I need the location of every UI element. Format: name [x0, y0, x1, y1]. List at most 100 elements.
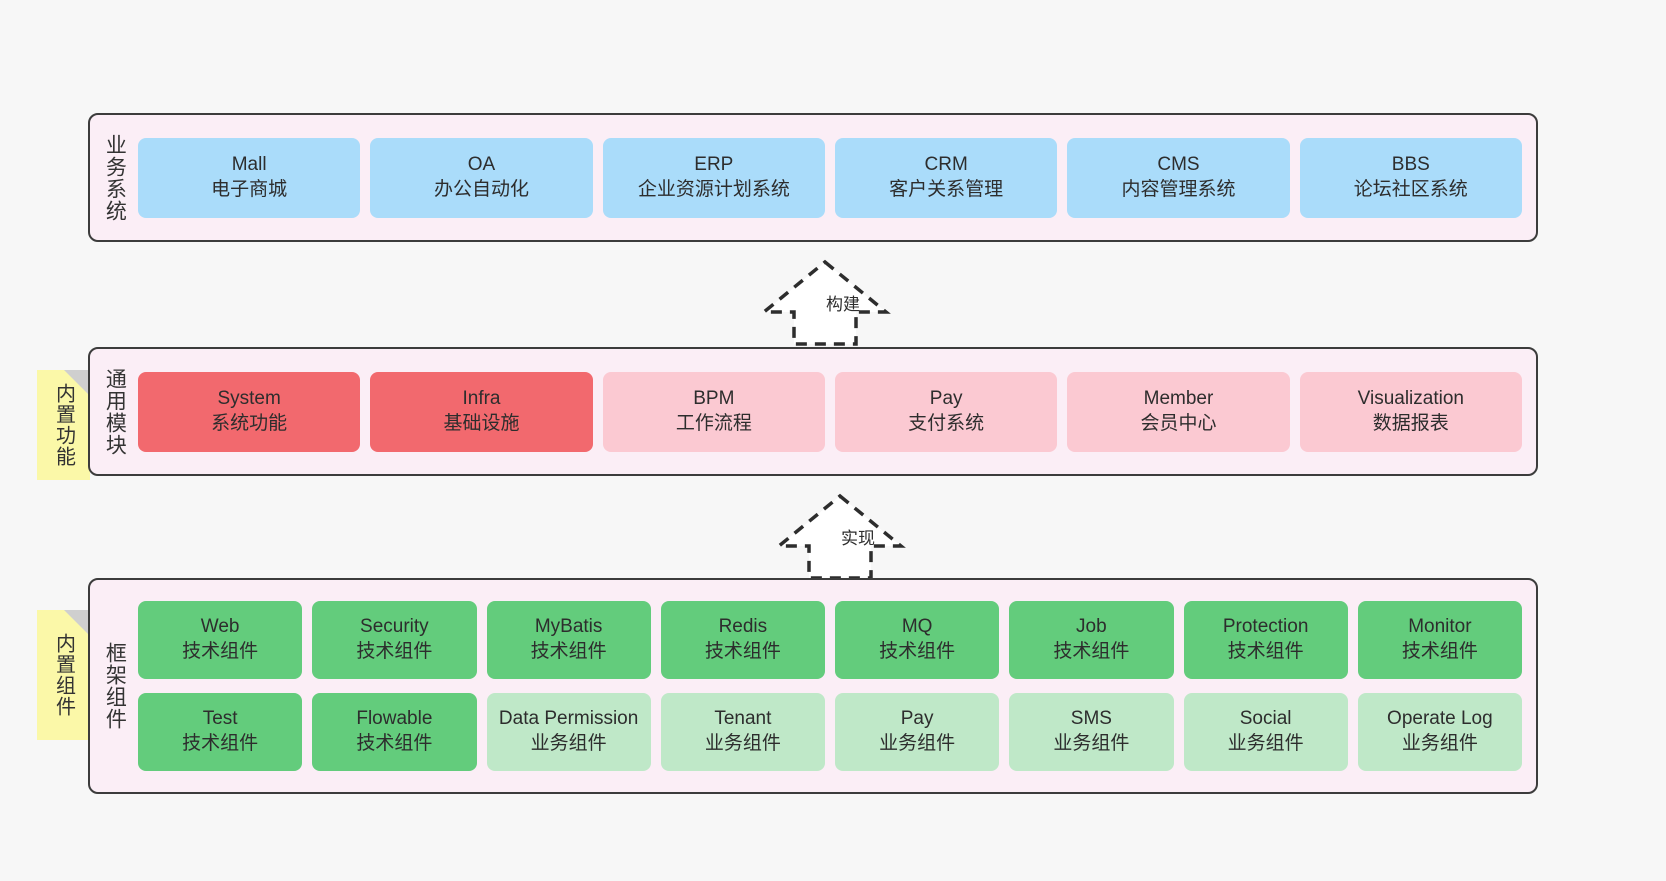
node-infra[interactable]: Infra 基础设施 — [370, 371, 593, 452]
node-description: 论坛社区系统 — [1353, 178, 1468, 200]
node-name: Monitor — [1408, 616, 1472, 638]
section-title-modules: 通用模块 — [103, 367, 127, 456]
node-name: Redis — [718, 616, 768, 638]
node-name: Pay — [929, 387, 963, 409]
node-name: ERP — [694, 153, 734, 175]
node-system[interactable]: System 系统功能 — [138, 371, 361, 452]
node-description: 支付系统 — [908, 412, 985, 434]
node-mybatis[interactable]: MyBatis 技术组件 — [486, 601, 651, 679]
node-description: 业务组件 — [1401, 733, 1478, 754]
node-description: 数据报表 — [1372, 412, 1449, 434]
node-test[interactable]: Test 技术组件 — [138, 693, 303, 771]
node-crm[interactable]: CRM 客户关系管理 — [834, 137, 1058, 218]
node-mall[interactable]: Mall 电子商城 — [138, 137, 361, 218]
node-name: MyBatis — [534, 616, 603, 638]
connector-build-label: 构建 — [826, 295, 860, 314]
section-title-framework: 框架组件 — [103, 642, 127, 730]
node-pay[interactable]: Pay 支付系统 — [834, 371, 1058, 452]
node-social[interactable]: Social 业务组件 — [1183, 693, 1348, 771]
node-description: 技术组件 — [879, 641, 956, 662]
section-common-modules: 通用模块 System 系统功能 Infra 基础设施 BPM 工作流程 Pay 支付系统 Me… — [88, 347, 1538, 476]
node-erp[interactable]: ERP 企业资源计划系统 — [602, 137, 825, 218]
node-redis[interactable]: Redis 技术组件 — [660, 601, 825, 679]
node-name: BPM — [693, 387, 735, 409]
section-business-systems: 业务系统 Mall 电子商城 OA 办公自动化 ERP 企业资源计划系统 CRM 客户关系管理… — [88, 113, 1538, 242]
node-flowable[interactable]: Flowable 技术组件 — [312, 693, 477, 771]
node-bpm[interactable]: BPM 工作流程 — [602, 371, 825, 452]
connector-implement-label: 实现 — [841, 529, 875, 548]
node-name: Member — [1143, 387, 1214, 409]
sticky-note-label: 内置组件 — [52, 633, 75, 717]
node-name: Protection — [1222, 616, 1309, 638]
node-name: SMS — [1070, 708, 1112, 730]
node-description: 技术组件 — [704, 641, 781, 662]
sticky-note-builtin-components: 内置组件 — [37, 610, 90, 740]
node-description: 技术组件 — [182, 641, 259, 662]
node-description: 会员中心 — [1140, 412, 1217, 434]
node-description: 内容管理系统 — [1121, 178, 1236, 200]
node-description: 企业资源计划系统 — [637, 178, 790, 200]
node-name: Mall — [231, 153, 267, 175]
node-name: BBS — [1391, 153, 1430, 175]
sticky-note-label: 内置功能 — [52, 383, 75, 467]
node-visualization[interactable]: Visualization 数据报表 — [1299, 371, 1522, 452]
node-tenant[interactable]: Tenant 业务组件 — [660, 693, 825, 771]
node-name: Flowable — [356, 708, 433, 730]
node-operate-log[interactable]: Operate Log 业务组件 — [1357, 693, 1522, 771]
connector-implement: 实现 — [774, 492, 906, 580]
node-oa[interactable]: OA 办公自动化 — [370, 137, 593, 218]
node-job[interactable]: Job 技术组件 — [1009, 601, 1174, 679]
node-name: Job — [1076, 616, 1107, 638]
node-name: Tenant — [714, 708, 772, 730]
node-description: 技术组件 — [1227, 641, 1304, 662]
node-description: 技术组件 — [182, 733, 259, 754]
node-description: 电子商城 — [211, 178, 288, 200]
node-description: 技术组件 — [356, 733, 433, 754]
node-description: 业务组件 — [879, 733, 956, 754]
node-name: Infra — [462, 387, 501, 409]
node-security[interactable]: Security 技术组件 — [312, 601, 477, 679]
sticky-note-builtin-features: 内置功能 — [37, 370, 90, 480]
node-description: 技术组件 — [530, 641, 607, 662]
node-bbs[interactable]: BBS 论坛社区系统 — [1299, 137, 1522, 218]
node-name: Pay — [900, 708, 934, 730]
node-name: Operate Log — [1387, 708, 1493, 730]
node-name: Data Permission — [498, 708, 639, 730]
node-description: 工作流程 — [675, 412, 752, 434]
node-name: Test — [202, 708, 238, 730]
node-mq[interactable]: MQ 技术组件 — [835, 601, 1000, 679]
node-name: System — [217, 387, 281, 409]
node-web[interactable]: Web 技术组件 — [138, 601, 303, 679]
connector-build: 构建 — [759, 258, 891, 346]
node-name: Web — [200, 616, 240, 638]
node-description: 系统功能 — [211, 412, 288, 434]
node-name: Visualization — [1357, 387, 1464, 409]
node-protection[interactable]: Protection 技术组件 — [1183, 601, 1348, 679]
section-title-business: 业务系统 — [103, 133, 127, 222]
node-description: 业务组件 — [704, 733, 781, 754]
node-name: Social — [1239, 708, 1292, 730]
node-pay[interactable]: Pay 业务组件 — [835, 693, 1000, 771]
node-description: 技术组件 — [356, 641, 433, 662]
node-description: 基础设施 — [443, 412, 520, 434]
node-name: MQ — [901, 616, 933, 638]
node-description: 业务组件 — [1053, 733, 1130, 754]
node-description: 技术组件 — [1053, 641, 1130, 662]
node-name: Security — [360, 616, 429, 638]
node-name: CRM — [924, 153, 968, 175]
node-description: 业务组件 — [1227, 733, 1304, 754]
node-member[interactable]: Member 会员中心 — [1067, 371, 1290, 452]
node-description: 客户关系管理 — [889, 178, 1004, 200]
node-description: 办公自动化 — [433, 178, 529, 200]
node-name: OA — [467, 153, 496, 175]
node-sms[interactable]: SMS 业务组件 — [1009, 693, 1174, 771]
